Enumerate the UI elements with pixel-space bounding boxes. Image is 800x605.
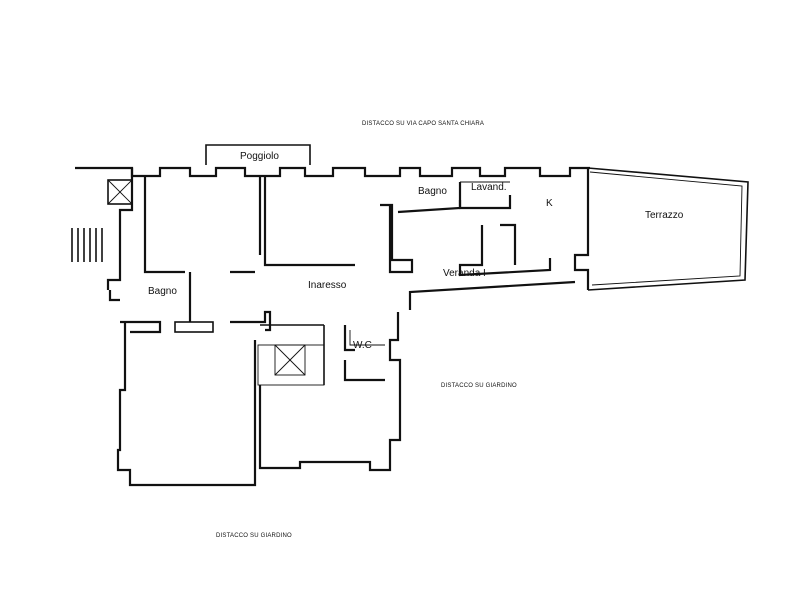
setback-label-bottom: DISTACCO SU GIARDINO [216,533,292,539]
room-label-veranda: Veranda I [443,268,486,279]
room-label-wc: W.C [353,340,372,351]
room-label-bagno-upper: Bagno [418,186,447,197]
setback-label-top: DISTACCO SU VIA CAPO SANTA CHIARA [362,121,485,127]
setback-label-right: DISTACCO SU GIARDINO [441,383,517,389]
room-label-kitchen: K [546,198,553,209]
room-label-lavanderia: Lavand. [471,182,507,193]
room-label-bagno-left: Bagno [148,286,177,297]
room-label-poggiolo: Poggiolo [240,151,279,162]
room-label-terrazzo: Terrazzo [645,210,684,221]
room-label-ingresso: Inaresso [308,280,347,291]
